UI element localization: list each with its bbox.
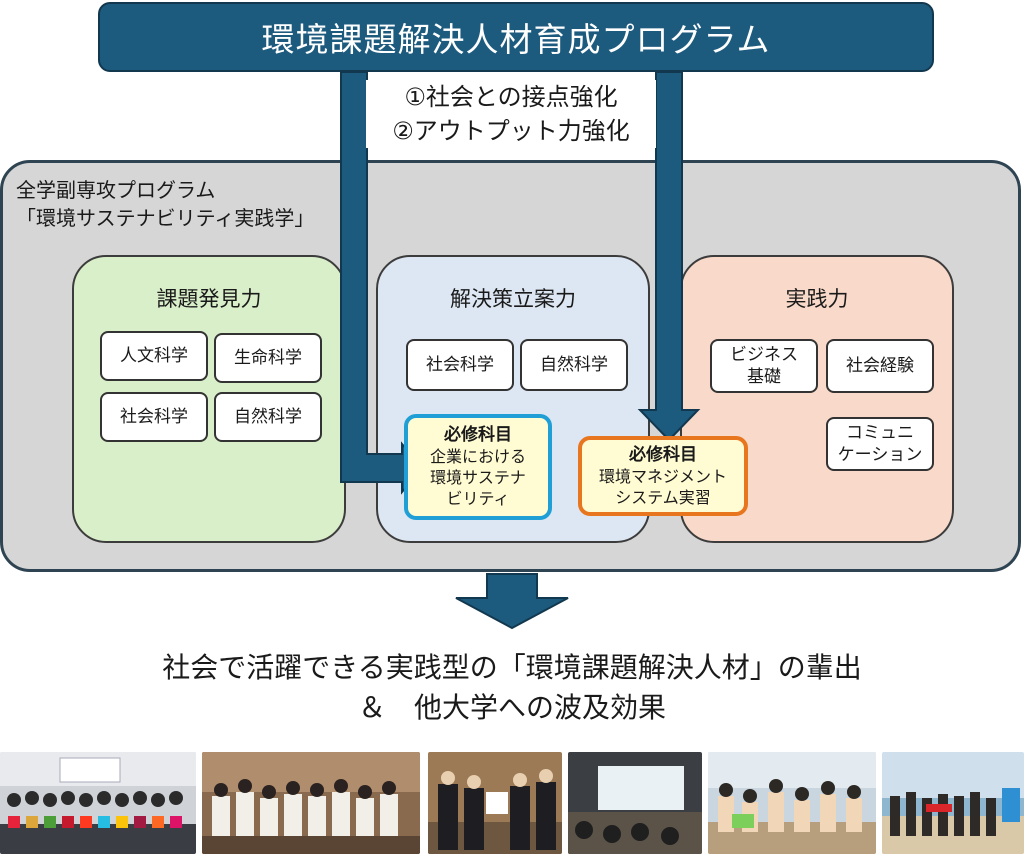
- point-1: ①社会との接点強化: [404, 83, 618, 111]
- chip-business-basics-line-2: 基礎: [747, 367, 781, 387]
- required-course-2-line-2: システム実習: [615, 487, 711, 507]
- program-label: 全学副専攻プログラム 「環境サステナビリティ実践学」: [16, 176, 314, 232]
- arrow-to-practicum-course: [637, 71, 701, 442]
- group-photo-2: [202, 752, 420, 854]
- panel-practice-title: 実践力: [785, 287, 849, 311]
- program-label-line-1: 全学副専攻プログラム: [16, 178, 216, 202]
- group-photo-1: [0, 752, 196, 854]
- chip-humanities: 人文科学: [100, 331, 208, 381]
- program-label-line-2: 「環境サステナビリティ実践学」: [16, 206, 315, 230]
- outcome-text: 社会で活躍できる実践型の「環境課題解決人材」の輩出 ＆ 他大学への波及効果: [0, 648, 1024, 728]
- outcome-line-2: ＆ 他大学への波及効果: [357, 691, 666, 724]
- chip-communication-line-1: コミュニ: [845, 423, 914, 443]
- outcome-line-1: 社会で活躍できる実践型の「環境課題解決人材」の輩出: [162, 651, 862, 684]
- chip-natural-science-2: 自然科学: [520, 339, 628, 391]
- chip-business-basics: ビジネス 基礎: [710, 339, 818, 393]
- program-points: ①社会との接点強化 ②アウトプット力強化: [366, 80, 656, 148]
- chip-communication: コミュニ ケーション: [826, 417, 934, 471]
- point-2: ②アウトプット力強化: [392, 117, 630, 145]
- chip-business-basics-line-1: ビジネス: [730, 345, 798, 365]
- chip-social-science-2: 社会科学: [406, 339, 514, 391]
- program-title-text: 環境課題解決人材育成プログラム: [261, 20, 771, 59]
- program-title: 環境課題解決人材育成プログラム: [98, 2, 934, 72]
- group-photo-3: [428, 752, 562, 854]
- required-label-2: 必修科目: [629, 444, 697, 465]
- panel-discovery: 課題発見力 人文科学 生命科学 社会科学 自然科学: [72, 255, 346, 543]
- group-photo-6: [882, 752, 1024, 854]
- arrow-to-outcome: [455, 573, 569, 630]
- group-photo-4: [568, 752, 702, 854]
- required-label: 必修科目: [444, 425, 512, 445]
- chip-social-experience: 社会経験: [826, 339, 934, 393]
- group-photo-5: [708, 752, 876, 854]
- panel-discovery-title: 課題発見力: [156, 287, 262, 311]
- chip-communication-line-2: ケーション: [837, 445, 923, 465]
- chip-natural-science: 自然科学: [214, 392, 322, 442]
- required-course-line-3: ビリティ: [446, 489, 510, 508]
- required-course-practicum: 必修科目 環境マネジメント システム実習: [578, 436, 748, 516]
- required-course-line-2: 環境サステナ: [430, 468, 526, 487]
- required-course-csr: 必修科目 企業における 環境サステナ ビリティ: [404, 414, 552, 520]
- required-course-line-1: 企業における: [429, 447, 526, 466]
- required-course-2-line-1: 環境マネジメント: [598, 466, 727, 486]
- panel-solution-title: 解決策立案力: [450, 287, 576, 311]
- chip-social-science: 社会科学: [100, 392, 208, 442]
- chip-life-science: 生命科学: [214, 333, 322, 383]
